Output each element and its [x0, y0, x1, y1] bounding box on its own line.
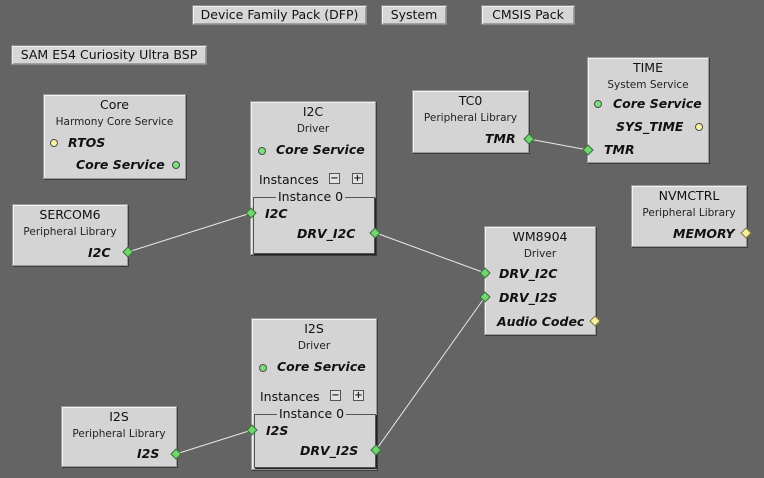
wire-tc0-time: [528, 138, 589, 151]
instance-0-label: Instance 0: [277, 406, 347, 421]
i2s-plib-node[interactable]: I2S Peripheral Library I2S: [61, 406, 177, 467]
node-title: I2S: [304, 321, 324, 336]
core-service-port-label: Core Service: [613, 96, 702, 111]
node-subtitle: Peripheral Library: [642, 207, 736, 219]
rtos-dependency-icon[interactable]: [50, 139, 58, 147]
wire-sercom6-i2c: [127, 212, 252, 253]
drv-i2c-port-label: DRV_I2C: [499, 266, 558, 281]
audio-codec-port-label: Audio Codec: [497, 314, 585, 329]
node-title: I2C: [302, 104, 324, 119]
wire-i2splib-i2sdrv: [175, 429, 253, 455]
node-subtitle: Driver: [296, 123, 330, 135]
tmr-port-label: TMR: [604, 142, 635, 157]
node-subtitle: Driver: [523, 248, 557, 260]
tmr-port-label: TMR: [485, 131, 516, 146]
dfp-tag[interactable]: Device Family Pack (DFP): [192, 5, 367, 25]
node-title: I2S: [109, 409, 129, 424]
i2s-port-label: I2S: [137, 446, 160, 461]
core-service-dependency-icon[interactable]: [258, 147, 266, 155]
rtos-port-label: RTOS: [68, 135, 106, 150]
instances-label: Instances: [259, 172, 319, 187]
cmsis-pack-tag[interactable]: CMSIS Pack: [481, 5, 575, 25]
wm8904-node[interactable]: WM8904 Driver DRV_I2C DRV_I2S Audio Code…: [484, 226, 596, 335]
time-node[interactable]: TIME System Service Core Service SYS_TIM…: [587, 57, 709, 163]
core-service-dependency-icon[interactable]: [259, 364, 267, 372]
i2c-port-label: I2C: [88, 245, 111, 260]
i2s-port-label: I2S: [266, 423, 289, 438]
node-subtitle: Driver: [297, 340, 331, 352]
node-subtitle: Peripheral Library: [72, 428, 166, 440]
node-subtitle: Peripheral Library: [23, 226, 117, 238]
wire-i2c-wm8904: [375, 232, 486, 274]
system-tag[interactable]: System: [381, 5, 447, 25]
core-node[interactable]: Core Harmony Core Service RTOS Core Serv…: [43, 94, 186, 179]
node-subtitle: System Service: [607, 79, 689, 91]
sys-time-port-label: SYS_TIME: [616, 119, 684, 134]
sys-time-capability-icon[interactable]: [695, 123, 703, 131]
i2c-port-label: I2C: [265, 206, 288, 221]
tc0-node[interactable]: TC0 Peripheral Library TMR: [412, 90, 529, 153]
core-service-port-label: Core Service: [277, 359, 366, 374]
instance-0-label: Instance 0: [276, 189, 346, 204]
node-title: Core: [100, 97, 129, 112]
nvmctrl-node[interactable]: NVMCTRL Peripheral Library MEMORY: [631, 185, 747, 247]
sercom6-node[interactable]: SERCOM6 Peripheral Library I2C: [12, 204, 128, 266]
core-service-port-label: Core Service: [276, 142, 365, 157]
node-title: NVMCTRL: [658, 188, 720, 203]
node-subtitle: Peripheral Library: [423, 112, 518, 124]
instances-label: Instances: [260, 389, 320, 404]
drv-i2c-port-label: DRV_I2C: [297, 226, 356, 241]
remove-instance-button[interactable]: −: [329, 173, 340, 184]
node-title: TIME: [632, 60, 663, 75]
bsp-tag[interactable]: SAM E54 Curiosity Ultra BSP: [11, 45, 207, 65]
i2c-driver-node[interactable]: I2C Driver Core Service Instances − + In…: [250, 101, 376, 255]
node-title: SERCOM6: [39, 207, 101, 222]
node-title: TC0: [458, 93, 483, 108]
core-service-dependency-icon[interactable]: [594, 100, 602, 108]
memory-port-label: MEMORY: [673, 226, 735, 241]
node-subtitle: Harmony Core Service: [55, 116, 174, 128]
drv-i2s-port-label: DRV_I2S: [499, 290, 558, 305]
drv-i2s-port-label: DRV_I2S: [300, 443, 359, 458]
node-title: WM8904: [512, 229, 568, 244]
add-instance-button[interactable]: +: [352, 173, 363, 184]
wire-i2sdrv-wm8904: [375, 296, 486, 451]
add-instance-button[interactable]: +: [353, 390, 364, 401]
remove-instance-button[interactable]: −: [330, 390, 341, 401]
i2s-driver-node[interactable]: I2S Driver Core Service Instances − + In…: [251, 318, 377, 470]
core-service-capability-icon[interactable]: [172, 161, 180, 169]
core-service-port-label: Core Service: [76, 157, 165, 172]
